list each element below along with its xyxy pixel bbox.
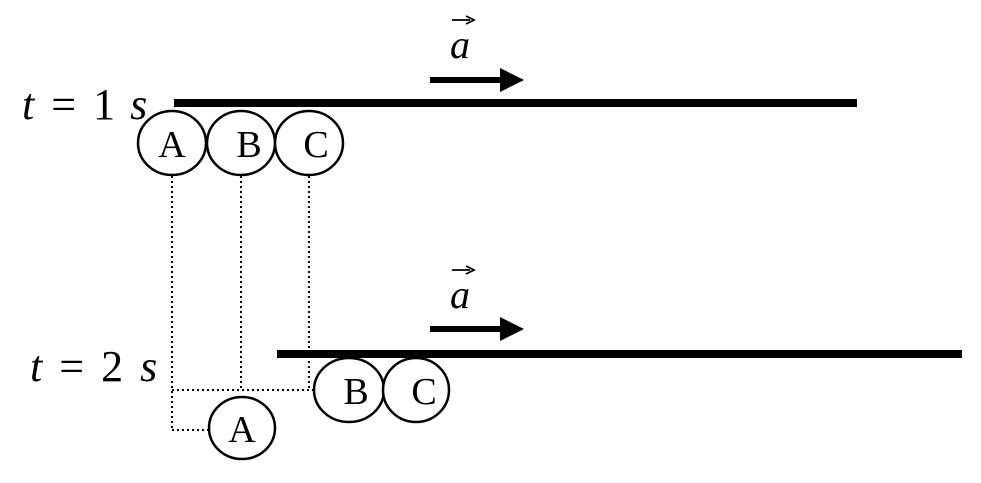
acceleration-arrowhead-t2	[500, 317, 524, 341]
time-variable: t	[22, 80, 36, 129]
time-equals: =	[51, 80, 76, 129]
ball-b-t2: B	[312, 356, 386, 424]
acceleration-symbol: a	[450, 272, 470, 317]
ball-a-t2: A	[207, 395, 277, 461]
time-unit: s	[130, 80, 147, 129]
time-label-t2: t = 2 s	[30, 342, 157, 391]
ball-label: A	[158, 124, 186, 166]
ball-c-t2: C	[381, 356, 451, 424]
time-equals: =	[59, 342, 84, 391]
ball-c-t1: C	[273, 109, 345, 177]
ball-label: A	[228, 409, 256, 451]
ball-label: B	[236, 124, 261, 166]
ball-label: B	[343, 371, 368, 413]
acceleration-vector-t2: a	[430, 265, 524, 341]
time-value: 1	[93, 80, 115, 129]
vector-arrow-tip	[465, 265, 477, 275]
time-value: 2	[101, 342, 123, 391]
vector-arrow-tip	[465, 15, 477, 25]
time-unit: s	[140, 342, 157, 391]
acceleration-vector-t1: a	[430, 15, 524, 92]
time-variable: t	[30, 342, 44, 391]
acceleration-symbol: a	[450, 22, 470, 67]
ball-label: C	[303, 124, 328, 166]
acceleration-arrowhead-t1	[500, 68, 524, 92]
guide-lines	[171, 176, 318, 431]
ball-b-t1: B	[205, 109, 277, 177]
time-label-t1: t = 1 s	[22, 80, 147, 129]
ball-a-t1: A	[136, 109, 208, 177]
ball-label: C	[411, 371, 436, 413]
